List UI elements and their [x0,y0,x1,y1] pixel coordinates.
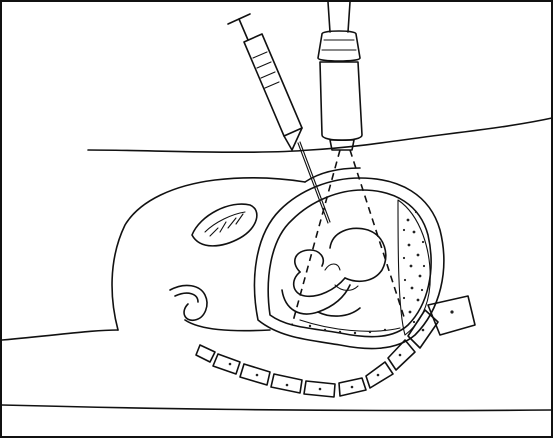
ultrasound-beam [292,150,405,325]
uterus [254,178,443,349]
placenta [300,200,430,335]
kidney [192,204,257,246]
syringe-icon [228,14,302,150]
ultrasound-probe-icon [318,2,362,150]
body-outline [2,118,552,411]
